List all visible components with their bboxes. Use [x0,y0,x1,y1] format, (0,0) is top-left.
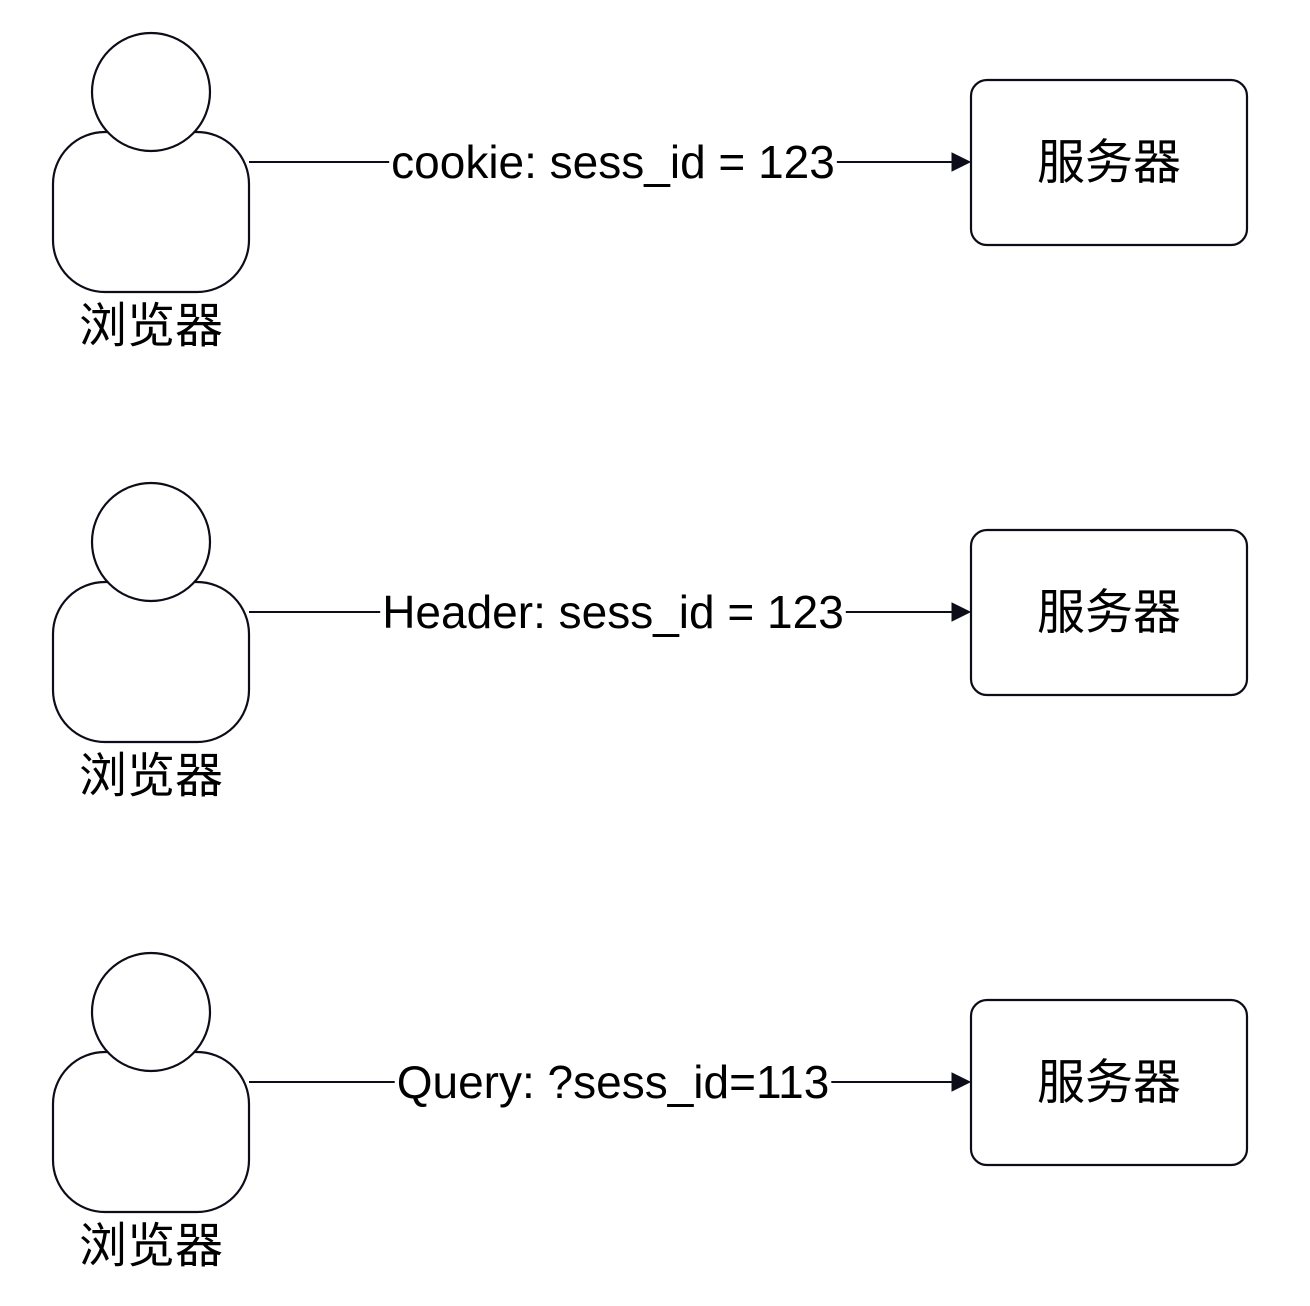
browser-actor-icon [51,31,251,294]
diagram-row-3: 浏览器 服务器 Query: ?sess_id=113 [51,951,1249,1274]
server-node [969,998,1249,1167]
actor-head-shape [90,31,212,153]
diagram-row-2: 浏览器 服务器 Header: sess_id = 123 [51,481,1249,804]
arrowhead-icon [951,1072,972,1092]
server-label: 服务器 [1037,1055,1181,1111]
edge-label-background [389,136,837,188]
actor-head-shape [90,951,212,1073]
browser-label: 浏览器 [79,298,223,354]
edge-label: cookie: sess_id = 123 [391,136,835,188]
browser-actor-icon [51,951,251,1214]
edge-label: Header: sess_id = 123 [382,586,844,638]
server-label: 服务器 [1037,135,1181,191]
arrowhead-icon [951,152,972,172]
server-node [969,528,1249,697]
actor-body-shape [51,1050,251,1214]
browser-label: 浏览器 [79,748,223,804]
diagram-row-1: 浏览器 服务器 cookie: sess_id = 123 [51,31,1249,354]
actor-head-shape [90,481,212,603]
actor-body-shape [51,130,251,294]
browser-label: 浏览器 [79,1218,223,1274]
actor-body-shape [51,580,251,744]
browser-actor-icon [51,481,251,744]
server-label: 服务器 [1037,585,1181,641]
edge-label-background [394,1056,832,1108]
edge-label: Query: ?sess_id=113 [397,1056,830,1108]
arrowhead-icon [951,602,972,622]
edge-label-background [380,586,846,638]
server-node [969,78,1249,247]
